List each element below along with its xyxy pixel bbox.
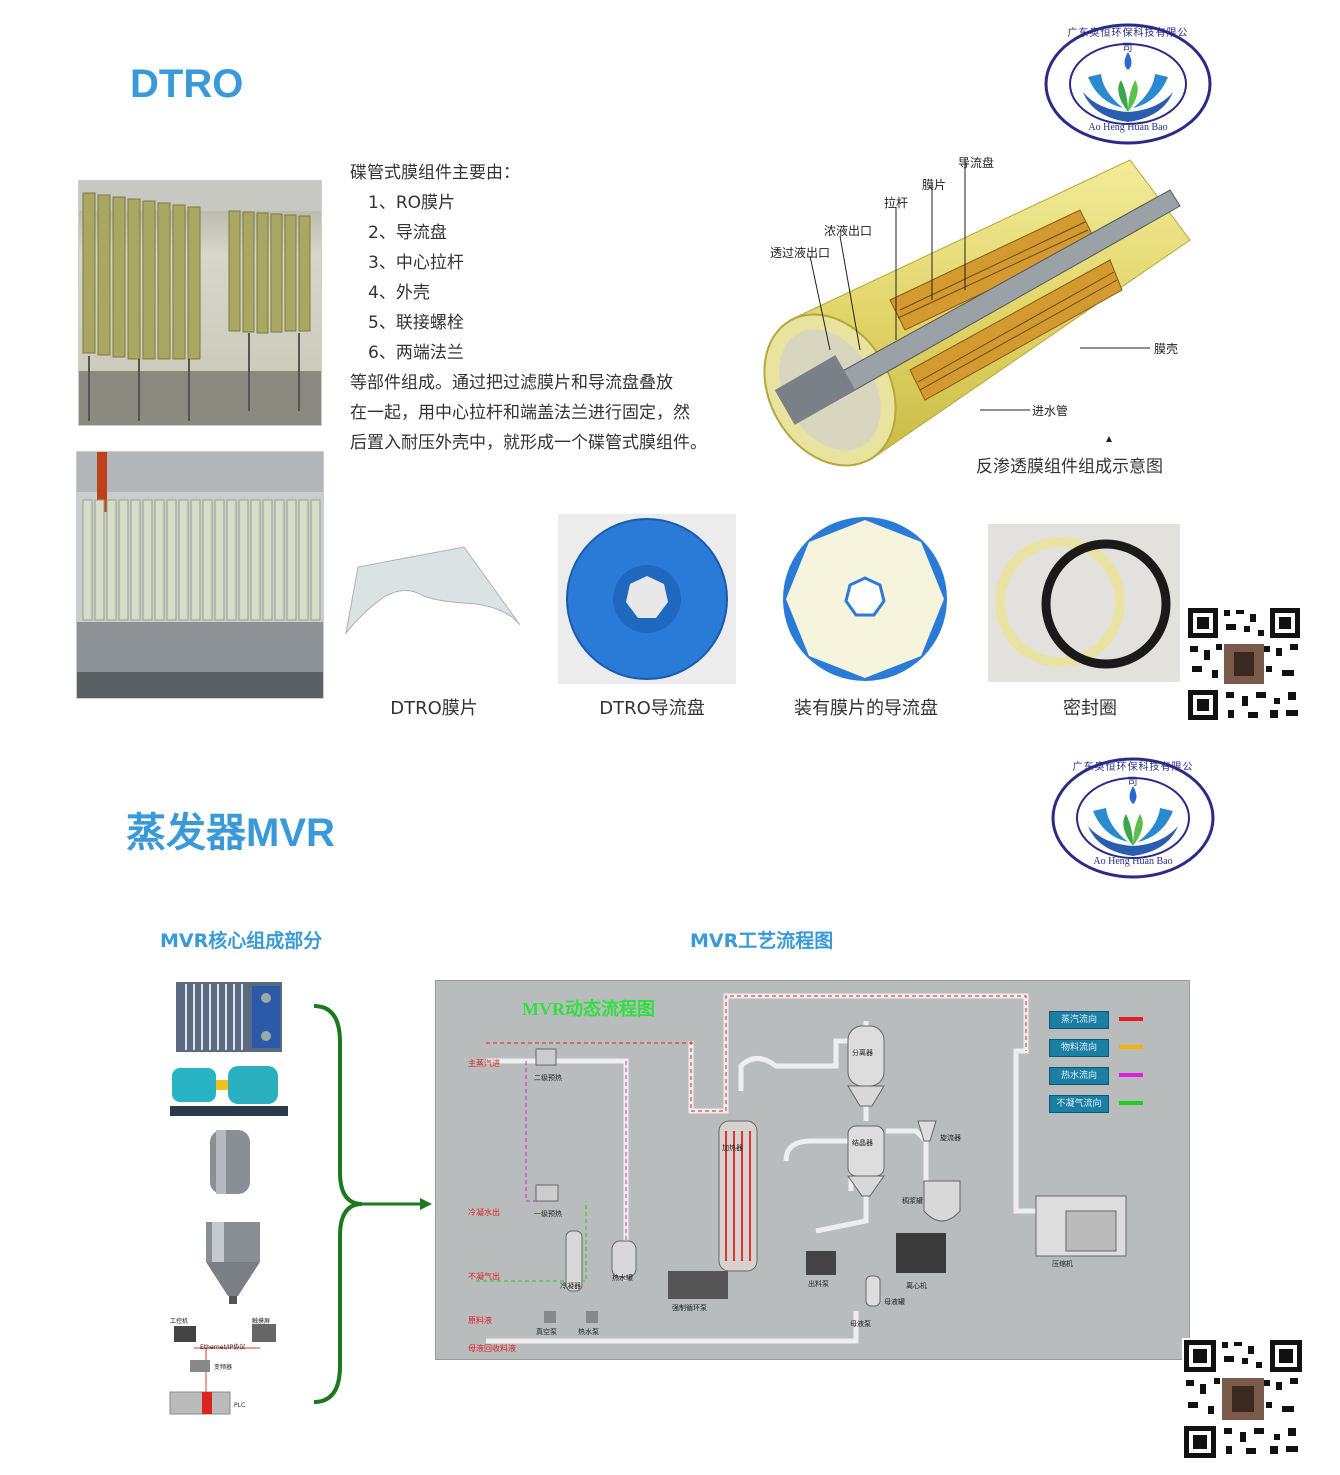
- part-membrane-image: [344, 545, 524, 645]
- part-plate-with-membrane-image: [776, 514, 954, 684]
- equipment-label: 冷凝器: [560, 1282, 581, 1290]
- logo-text-cn: 广东奥恒环保科技有限公司: [1067, 28, 1189, 54]
- label-guide-plate: 导流盘: [958, 156, 995, 170]
- logo-text-en: Ao Heng Huan Bao: [1088, 122, 1168, 133]
- dtro-system-photo-2: [76, 451, 324, 699]
- mvr-flow-title: MVR工艺流程图: [690, 930, 834, 952]
- legend-label: 物料流向: [1049, 1039, 1109, 1057]
- label-membrane: 膜片: [922, 178, 947, 192]
- label-rod: 拉杆: [884, 196, 909, 210]
- legend-label: 热水流向: [1049, 1067, 1109, 1085]
- legend-label: 蒸汽流向: [1049, 1011, 1109, 1029]
- flow-chart-inner-title: MVR动态流程图: [522, 999, 655, 1019]
- equipment-label: 热水泵: [578, 1328, 599, 1336]
- company-logo: 广东奥恒环保科技有限公司 Ao Heng Huan Bao: [1050, 756, 1216, 880]
- legend-swatch: [1119, 1017, 1143, 1021]
- diagram-caption: 反渗透膜组件组成示意图: [976, 457, 1163, 477]
- crystallizer-image: [198, 1216, 268, 1306]
- control-system-image: 工控机 触摸屏 Ethernet/IP协议 变频器 PLC: [166, 1316, 286, 1418]
- equipment-label: 出料泵: [808, 1280, 829, 1288]
- equipment-label: 压缩机: [1052, 1260, 1073, 1268]
- equipment-label: 结晶器: [852, 1139, 873, 1147]
- part-plate-with-membrane-caption: 装有膜片的导流盘: [794, 698, 938, 719]
- legend-label: 不凝气流向: [1049, 1095, 1109, 1113]
- control-label: 工控机: [170, 1318, 189, 1325]
- equipment-label: 分离器: [852, 1049, 873, 1057]
- compressor-image: [170, 1058, 288, 1124]
- intro-item: 2、导流盘: [368, 223, 447, 243]
- flow-left-label: 不凝气出: [468, 1272, 500, 1281]
- separator-tank-image: [200, 1124, 260, 1204]
- legend-swatch: [1119, 1073, 1143, 1077]
- control-label: PLC: [234, 1402, 246, 1409]
- equipment-label: 强制循环泵: [672, 1304, 707, 1312]
- label-permeate-outlet: 透过液出口: [770, 246, 831, 260]
- equipment-label: 热水罐: [612, 1274, 633, 1282]
- dtro-intro: 碟管式膜组件主要由： 1、RO膜片 2、导流盘 3、中心拉杆 4、外壳 5、联接…: [350, 158, 770, 458]
- company-logo: 广东奥恒环保科技有限公司 Ao Heng Huan Bao: [1043, 22, 1213, 146]
- mvr-flow-chart: MVR动态流程图 蒸汽流向 物料流向 热水流向 不凝气流向 主蒸汽进 冷凝水出 …: [435, 980, 1190, 1360]
- equipment-label: 一级预热: [534, 1210, 562, 1218]
- intro-heading: 碟管式膜组件主要由：: [350, 163, 520, 183]
- brace-arrow: [300, 1002, 436, 1406]
- mvr-core-title: MVR核心组成部分: [160, 930, 323, 952]
- flow-left-label: 母液回收料液: [468, 1344, 516, 1353]
- flow-left-label: 原料液: [468, 1316, 492, 1325]
- logo-text-cn: 广东奥恒环保科技有限公司: [1072, 762, 1194, 788]
- label-shell: 膜壳: [1154, 342, 1179, 356]
- equipment-label: 稠浆罐: [902, 1197, 923, 1205]
- control-label: 变频器: [214, 1364, 233, 1371]
- control-label: Ethernet/IP协议: [200, 1344, 246, 1351]
- control-label: 触摸屏: [252, 1318, 271, 1325]
- logo-text-en: Ao Heng Huan Bao: [1093, 856, 1173, 867]
- dtro-system-photo-1: [78, 180, 322, 426]
- membrane-module-diagram: 导流盘 膜片 拉杆 浓液出口 透过液出口 膜壳 进水管 反渗透膜组件组成示意图: [750, 150, 1200, 480]
- intro-body-line: 后置入耐压外壳中，就形成一个碟管式膜组件。: [350, 433, 707, 453]
- intro-item: 1、RO膜片: [368, 193, 456, 213]
- dtro-title: DTRO: [130, 62, 244, 106]
- label-concentrate-outlet: 浓液出口: [824, 224, 873, 238]
- label-inlet-pipe: 进水管: [1032, 404, 1069, 418]
- equipment-label: 旋流器: [940, 1134, 961, 1142]
- part-guide-plate-caption: DTRO导流盘: [599, 698, 705, 719]
- heat-exchanger-image: [172, 976, 286, 1060]
- intro-item: 6、两端法兰: [368, 343, 464, 363]
- flow-left-label: 主蒸汽进: [468, 1059, 500, 1068]
- equipment-label: 母液罐: [884, 1298, 905, 1306]
- mvr-title: 蒸发器MVR: [126, 811, 335, 855]
- qr-code: [1182, 1338, 1304, 1460]
- intro-body-line: 等部件组成。通过把过滤膜片和导流盘叠放: [350, 373, 673, 393]
- part-membrane-caption: DTRO膜片: [390, 698, 478, 719]
- intro-item: 3、中心拉杆: [368, 253, 464, 273]
- flow-left-label: 冷凝水出: [468, 1208, 500, 1217]
- intro-item: 5、联接螺栓: [368, 313, 464, 333]
- intro-item: 4、外壳: [368, 283, 430, 303]
- legend-swatch: [1119, 1045, 1143, 1049]
- equipment-label: 离心机: [906, 1282, 927, 1290]
- equipment-label: 母液泵: [850, 1320, 871, 1328]
- intro-body-line: 在一起，用中心拉杆和端盖法兰进行固定，然: [350, 403, 690, 423]
- part-seal-ring-image: [988, 524, 1180, 682]
- qr-code: [1186, 606, 1302, 722]
- legend-swatch: [1119, 1101, 1143, 1105]
- legend-item: 物料流向: [1049, 1039, 1177, 1057]
- legend-item: 蒸汽流向: [1049, 1011, 1177, 1029]
- part-guide-plate-image: [558, 514, 736, 684]
- equipment-label: 真空泵: [536, 1328, 557, 1336]
- equipment-label: 加热器: [722, 1144, 743, 1152]
- part-seal-ring-caption: 密封圈: [1063, 698, 1117, 719]
- legend-item: 不凝气流向: [1049, 1095, 1177, 1113]
- legend-item: 热水流向: [1049, 1067, 1177, 1085]
- equipment-label: 二级预热: [534, 1074, 562, 1082]
